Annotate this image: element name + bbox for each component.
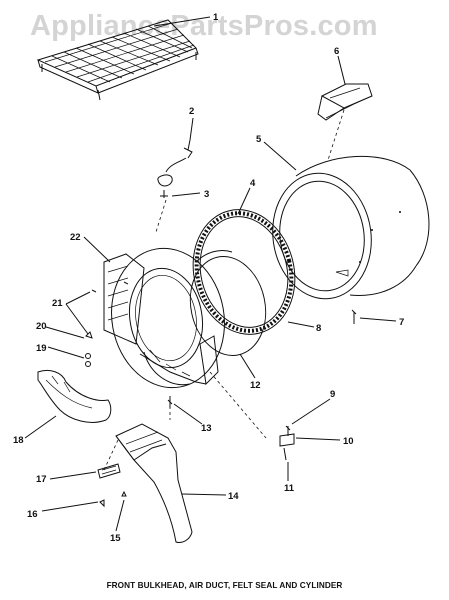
callout-1: 1 <box>213 12 219 23</box>
callout-9: 9 <box>330 389 335 400</box>
callout-labels: 1 2 3 4 5 6 7 8 9 10 11 12 13 14 15 16 1… <box>13 12 404 544</box>
callout-19: 19 <box>36 343 47 354</box>
callout-15: 15 <box>110 533 121 544</box>
callout-22: 22 <box>70 232 81 243</box>
air-duct-part-14 <box>115 423 193 543</box>
callout-20: 20 <box>36 321 47 332</box>
leader-lines <box>24 16 397 532</box>
label-plate-part-17 <box>97 463 121 479</box>
felt-seal-part-4 <box>192 209 296 335</box>
fasteners <box>85 281 295 508</box>
assembly-lines <box>103 109 345 471</box>
screw-part-7 <box>351 309 357 324</box>
sensor-part-2-3 <box>157 139 193 198</box>
callout-18: 18 <box>13 435 24 446</box>
callout-16: 16 <box>27 509 38 520</box>
diagram-caption: FRONT BULKHEAD, AIR DUCT, FELT SEAL AND … <box>106 581 343 590</box>
callout-21: 21 <box>52 298 63 309</box>
callout-6: 6 <box>334 46 339 57</box>
callout-2: 2 <box>189 106 194 117</box>
callout-5: 5 <box>256 134 262 145</box>
lint-duct-part-18 <box>37 369 112 423</box>
callout-10: 10 <box>343 436 354 447</box>
callout-4: 4 <box>250 178 256 189</box>
callout-11: 11 <box>284 483 295 494</box>
callout-8: 8 <box>316 323 321 334</box>
drying-rack-part-1 <box>36 19 199 101</box>
callout-3: 3 <box>204 189 209 200</box>
callout-7: 7 <box>399 317 404 328</box>
callout-17: 17 <box>36 474 47 485</box>
front-panel-part-22 <box>103 247 225 389</box>
drum-cylinder-part-5 <box>272 155 430 300</box>
callout-14: 14 <box>228 491 239 502</box>
callout-13: 13 <box>201 423 212 434</box>
duct-cap-part-6 <box>317 83 373 121</box>
watermark: AppliancePartsPros.com <box>30 10 378 42</box>
callout-12: 12 <box>250 380 261 391</box>
front-bulkhead-part-12 <box>189 249 267 357</box>
